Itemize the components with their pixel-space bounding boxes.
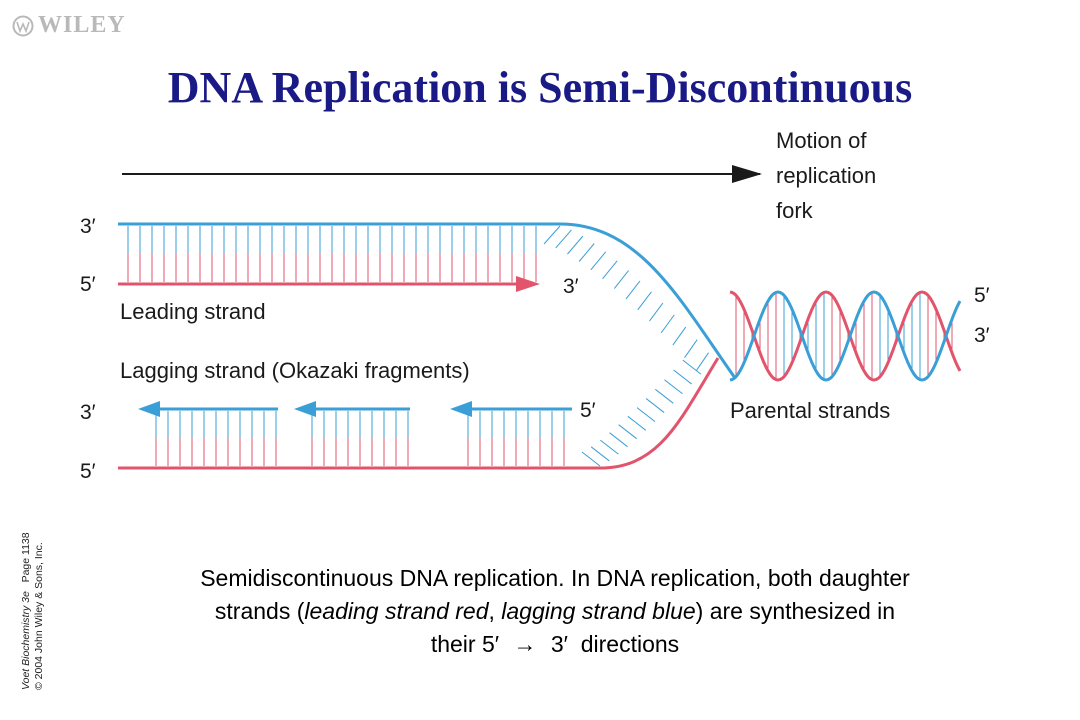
parental-red-strand (729, 290, 962, 382)
label-lagging-3prime: 3′ (80, 401, 96, 424)
wiley-logo: WILEY (12, 12, 126, 39)
credit-page: Page 1138 (20, 532, 32, 583)
fork-rung (660, 314, 675, 334)
caption-line3-pre: their 5′ (430, 631, 500, 657)
motion-label-line3: fork (776, 198, 814, 223)
okazaki-fragment-arrowhead (450, 401, 472, 417)
fork-rung (602, 260, 618, 280)
caption-line2-pre: strands ( (214, 598, 305, 624)
fork-rung (600, 439, 619, 455)
motion-label-line1: Motion of (776, 128, 867, 153)
motion-label-line2: replication (776, 163, 876, 188)
credit-copyright: © 2004 John Wiley & Sons, Inc. (33, 542, 45, 690)
fork-rung (581, 451, 601, 467)
caption-line2-sep: , (488, 598, 502, 624)
fork-rung (684, 339, 698, 358)
caption-line3-post: 3′ directions (550, 631, 680, 657)
fork-rung (543, 225, 561, 245)
fork-rung (673, 369, 692, 385)
fork-rung (609, 432, 628, 448)
label-fragment-5prime: 5′ (580, 399, 596, 422)
fork-rung (627, 415, 647, 431)
caption-direction-arrow: → (513, 631, 537, 657)
okazaki-fragment-arrowhead (138, 401, 160, 417)
fork-rung (649, 302, 664, 322)
fork-rung (672, 326, 687, 346)
fork-rung (645, 398, 665, 413)
leading-strand-label: Leading strand (120, 299, 266, 324)
caption-leading-note: leading strand red (304, 598, 489, 624)
caption-line-1: Semidiscontinuous DNA replication. In DN… (200, 565, 910, 591)
label-parental-3prime: 3′ (974, 324, 990, 347)
figure-caption: Semidiscontinuous DNA replication. In DN… (90, 562, 1020, 661)
caption-line-3: their 5′ → 3′ directions (90, 628, 1020, 661)
fork-bottom-rungs (581, 359, 702, 467)
parental-strands-label: Parental strands (730, 398, 890, 423)
label-lagging-5prime: 5′ (80, 460, 96, 483)
caption-lagging-note: lagging strand blue (501, 598, 696, 624)
bottom-template-strand (118, 357, 720, 470)
parental-helix (729, 290, 962, 382)
fork-rung (637, 291, 652, 311)
fork-rung (695, 352, 709, 371)
caption-line2-post: ) are synthesized in (695, 598, 896, 624)
label-top-3prime: 3′ (80, 215, 96, 238)
figure-credit: Voet Biochemistry 3e Page 1138 © 2004 Jo… (20, 470, 46, 690)
fork-rung (664, 379, 683, 395)
fork-motion-arrowhead (732, 165, 762, 183)
parental-blue-strand (729, 290, 962, 382)
leading-duplex-rungs (127, 226, 537, 282)
lagging-strand-label: Lagging strand (Okazaki fragments) (120, 358, 470, 383)
wiley-logo-text: WILEY (38, 12, 126, 38)
fork-rung (682, 359, 702, 375)
fork-rung (590, 446, 610, 462)
label-leading-end-3prime: 3′ (563, 275, 579, 298)
wiley-emblem-icon (12, 15, 34, 36)
fork-top-rungs (543, 225, 709, 371)
fork-rung (555, 229, 572, 249)
fork-rung (625, 280, 641, 300)
fork-rung (655, 388, 674, 404)
fork-rung (578, 243, 595, 262)
credit-book-title: Voet Biochemistry 3e (20, 591, 32, 690)
fork-rung (618, 424, 637, 440)
caption-line-2: strands (leading strand red, lagging str… (90, 595, 1020, 628)
leading-strand-arrowhead (516, 276, 540, 292)
okazaki-fragment-arrowhead (294, 401, 316, 417)
fork-rung (567, 235, 584, 255)
fork-rung (613, 270, 629, 289)
fork-rung (590, 251, 607, 271)
label-leading-5prime: 5′ (80, 273, 96, 296)
top-template-strand (118, 222, 737, 379)
okazaki-fragments (138, 401, 572, 466)
fork-rung (636, 407, 656, 422)
label-parental-5prime: 5′ (974, 284, 990, 307)
slide-title: DNA Replication is Semi-Discontinuous (167, 63, 913, 112)
